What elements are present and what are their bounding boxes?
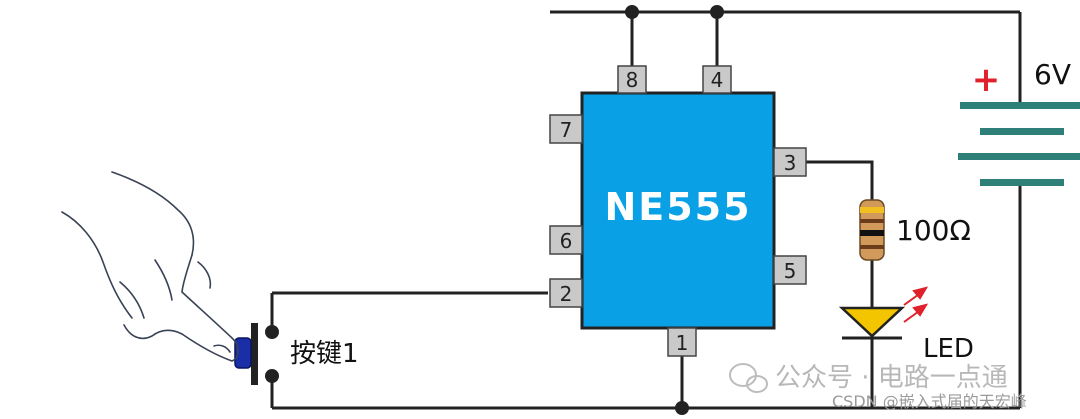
- battery-plate-3: [958, 153, 1080, 160]
- watermark: 公众号 · 电路一点通 CSDN @嵌入式届的天宏峰: [729, 363, 1027, 411]
- pin-2: 2: [549, 278, 583, 308]
- pin-2-label: 2: [560, 282, 573, 306]
- pin-6-label: 6: [560, 229, 573, 253]
- junction-dot-pin4: [710, 5, 724, 19]
- pin-7: 7: [549, 114, 583, 144]
- pointing-hand-illustration: [61, 171, 239, 362]
- junction-dot-pin1: [675, 401, 689, 415]
- resistor-band-1: [860, 207, 884, 213]
- button-contact-bottom: [265, 369, 279, 383]
- chip-label: NE555: [604, 185, 751, 229]
- battery-voltage-label: 6V: [1034, 58, 1071, 91]
- wires: [270, 10, 1022, 410]
- led-light-arrows: [903, 286, 929, 323]
- wechat-icon: [729, 363, 768, 393]
- pin-5-label: 5: [784, 259, 797, 283]
- battery: + 6V: [958, 58, 1080, 186]
- battery-plate-2: [980, 128, 1064, 135]
- pin-8: 8: [617, 65, 647, 94]
- pin-8-label: 8: [626, 68, 639, 92]
- junction-dots: [625, 5, 724, 415]
- resistor-band-4: [860, 245, 884, 249]
- button-label: 按键1: [290, 339, 359, 369]
- button-plunger: [251, 323, 258, 385]
- led: LED: [838, 286, 974, 364]
- junction-dot-pin8: [625, 5, 639, 19]
- pin-4: 4: [702, 65, 732, 94]
- pin-5: 5: [773, 255, 807, 285]
- led-label: LED: [923, 334, 974, 364]
- resistor-value-label: 100Ω: [896, 214, 971, 247]
- led-triangle: [838, 306, 906, 338]
- chip-body: [580, 91, 776, 330]
- battery-plate-4: [980, 179, 1064, 186]
- pin-1-label: 1: [676, 331, 689, 355]
- pin-4-label: 4: [711, 68, 724, 92]
- battery-plate-1: [960, 102, 1080, 109]
- resistor-band-3: [860, 230, 884, 236]
- pin-3-label: 3: [784, 151, 797, 175]
- watermark-channel: 公众号 · 电路一点通: [775, 363, 1008, 393]
- pin-6: 6: [549, 225, 583, 255]
- pin-1: 1: [667, 327, 697, 357]
- button-contact-top: [265, 325, 279, 339]
- watermark-csdn: CSDN @嵌入式届的天宏峰: [832, 392, 1027, 411]
- pin-3: 3: [773, 147, 807, 177]
- resistor: 100Ω: [859, 199, 971, 261]
- battery-plus-sign: +: [972, 60, 1001, 100]
- resistor-band-2: [860, 219, 884, 223]
- pin3-wire: [806, 160, 874, 200]
- ne555-chip: NE555: [580, 91, 776, 330]
- pin-7-label: 7: [560, 118, 573, 142]
- push-button: 按键1: [234, 323, 359, 385]
- button-cap: [234, 337, 252, 369]
